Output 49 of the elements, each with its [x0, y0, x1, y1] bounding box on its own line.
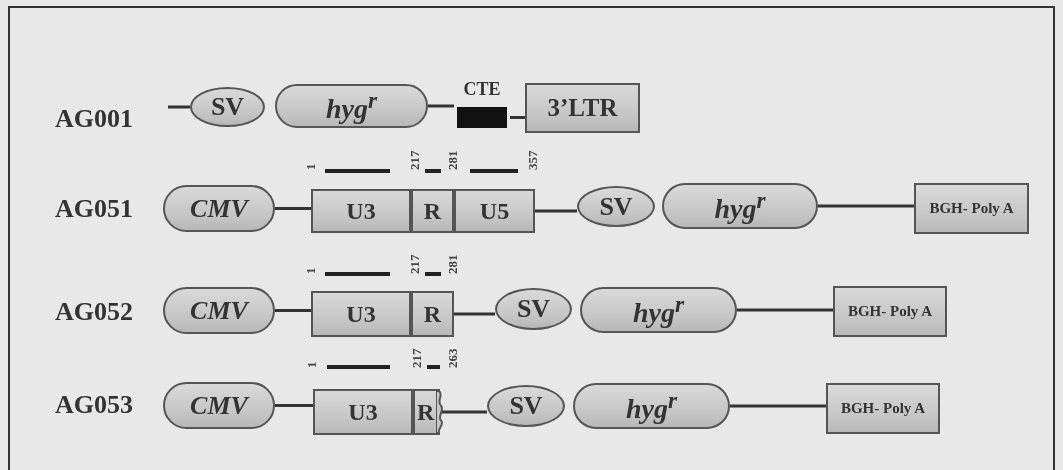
promoter-ellipse: SV	[190, 87, 265, 127]
connector-line	[428, 104, 454, 108]
connector-line	[730, 404, 826, 408]
connector-line	[168, 105, 190, 109]
segment-box: U3	[311, 189, 411, 233]
connector-line	[535, 209, 577, 213]
connector-line	[510, 116, 525, 119]
position-number: 1	[304, 163, 317, 170]
position-number: 1	[305, 361, 318, 368]
segment-box: U5	[454, 189, 535, 233]
position-number: 357	[526, 150, 539, 170]
connector-line	[818, 204, 914, 208]
gene-pill: hyg$^{r}$	[662, 183, 818, 229]
construct-name: AG001	[55, 104, 133, 134]
segment-box: BGH- Poly A	[833, 286, 947, 337]
position-number: 281	[446, 254, 459, 274]
connector-line	[275, 309, 311, 312]
position-number: 217	[408, 150, 421, 170]
gene-pill: hyg$^{r}$	[580, 287, 737, 333]
gene-pill: hyg$^{r}$	[275, 84, 428, 128]
position-number: 1	[304, 267, 317, 274]
gene-pill: CMV	[163, 382, 275, 429]
segment-box: U3	[311, 291, 411, 337]
gene-pill: CMV	[163, 185, 275, 232]
promoter-ellipse: SV	[577, 186, 655, 227]
segment-box: 3’LTR	[525, 83, 640, 133]
gene-pill: CMV	[163, 287, 275, 334]
construct-name: AG051	[55, 194, 133, 224]
segment-box: R	[411, 291, 454, 337]
gene-pill: hyg$^{r}$	[573, 383, 730, 429]
connector-line	[737, 308, 833, 312]
position-number: 281	[446, 150, 459, 170]
construct-name: AG052	[55, 297, 133, 327]
connector-line	[275, 404, 313, 407]
connector-line	[440, 410, 487, 414]
construct-name: AG053	[55, 390, 133, 420]
connector-line	[275, 207, 311, 210]
position-number: 217	[410, 348, 423, 368]
position-number: 217	[408, 254, 421, 274]
segment-box: BGH- Poly A	[914, 183, 1029, 234]
element-label: CTE	[462, 78, 502, 100]
segment-box: R	[411, 189, 454, 233]
position-number: 263	[446, 348, 459, 368]
promoter-ellipse: SV	[487, 385, 565, 427]
truncated-segment-box: R	[413, 389, 440, 435]
promoter-ellipse: SV	[495, 288, 572, 330]
segment-box: U3	[313, 389, 413, 435]
segment-box: BGH- Poly A	[826, 383, 940, 434]
connector-line	[454, 312, 495, 316]
